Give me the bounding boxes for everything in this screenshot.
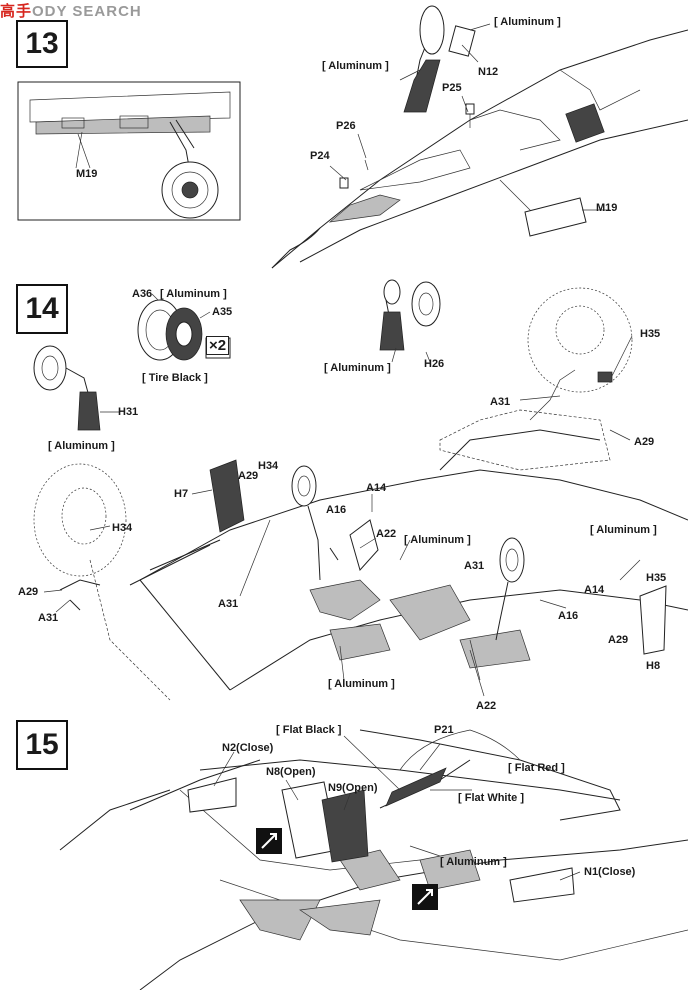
step13-label-n12: N12 [478,66,499,78]
step14-main-wing-art [129,429,688,691]
step-number-14: 14 [16,284,68,334]
step14-label-a35: A35 [212,306,233,318]
step14-label-h8: H8 [646,660,661,672]
step13-label-m19-inset: M19 [76,168,98,180]
step14-label-h7: H7 [174,488,189,500]
step14-right-gear-detail-art [439,287,633,471]
step14-left-gear-art [33,345,101,431]
step-number-15: 15 [16,720,68,770]
step14-label-a22-top: A22 [376,528,397,540]
leader-lines [43,23,641,881]
step14-label-h34-mid: H34 [258,460,279,472]
step14-label-a22-bottom: A22 [476,700,497,712]
step14-label-a29-right: A29 [634,436,655,448]
watermark: 高手ODY SEARCH [0,0,142,21]
step15-label-n1-close: N1(Close) [584,866,636,878]
step14-label-a14-right: A14 [584,584,605,596]
step14-label-x2: ×2 [206,336,230,355]
watermark-text: ODY SEARCH [32,3,142,20]
step15-label-flat-red: [ Flat Red ] [508,762,565,774]
step14-label-a29-bottom: A29 [608,634,629,646]
step15-label-flat-white: [ Flat White ] [458,792,524,804]
step14-label-aluminum-bottom: [ Aluminum ] [328,678,395,690]
step14-label-h35-top: H35 [640,328,661,340]
step14-label-aluminum-mid: [ Aluminum ] [404,534,471,546]
step15-label-p21: P21 [434,724,454,736]
watermark-prefix: 高手 [0,3,33,20]
step14-label-h34-left: H34 [112,522,133,534]
step13-fuselage-art [271,5,688,269]
step14-label-aluminum-tire: [ Aluminum ] [160,288,227,300]
step14-label-aluminum-right: [ Aluminum ] [590,524,657,536]
step14-label-tire-black: [ Tire Black ] [142,372,208,384]
step14-h26-gear-art [379,279,441,351]
step14-label-a31-mid: A31 [218,598,239,610]
step-number-13: 13 [16,20,68,68]
step14-label-a36: A36 [132,288,153,300]
step13-label-aluminum-top-right: [ Aluminum ] [494,16,561,28]
step15-label-n8-open: N8(Open) [266,766,316,778]
step14-label-a16-right: A16 [558,610,579,622]
step14-label-h31: H31 [118,406,139,418]
step14-label-a29-left: A29 [18,586,39,598]
step14-label-aluminum-h26: [ Aluminum ] [324,362,391,374]
step14-label-a16-mid: A16 [326,504,347,516]
step14-left-gear-detail-art [33,463,171,701]
step15-label-n9-open: N9(Open) [328,782,378,794]
step14-label-a31-left: A31 [38,612,59,624]
step13-label-aluminum-top-mid: [ Aluminum ] [322,60,389,72]
step14-label-aluminum-left: [ Aluminum ] [48,440,115,452]
step13-label-p24: P24 [310,150,330,162]
step15-label-aluminum: [ Aluminum ] [440,856,507,868]
step13-label-p26: P26 [336,120,356,132]
step14-label-a29-mid: A29 [238,470,259,482]
step15-fuselage-art [59,729,688,990]
step13-label-m19-right: M19 [596,202,618,214]
step14-label-a31-center: A31 [464,560,485,572]
step15-label-flat-black: [ Flat Black ] [276,724,342,736]
step13-label-p25: P25 [442,82,462,94]
step14-label-a31-right: A31 [490,396,511,408]
step14-label-a14-top: A14 [366,482,387,494]
step14-label-h35-bottom: H35 [646,572,667,584]
step13-inset-art [17,81,241,221]
step14-label-h26: H26 [424,358,445,370]
step15-label-n2-close: N2(Close) [222,742,274,754]
